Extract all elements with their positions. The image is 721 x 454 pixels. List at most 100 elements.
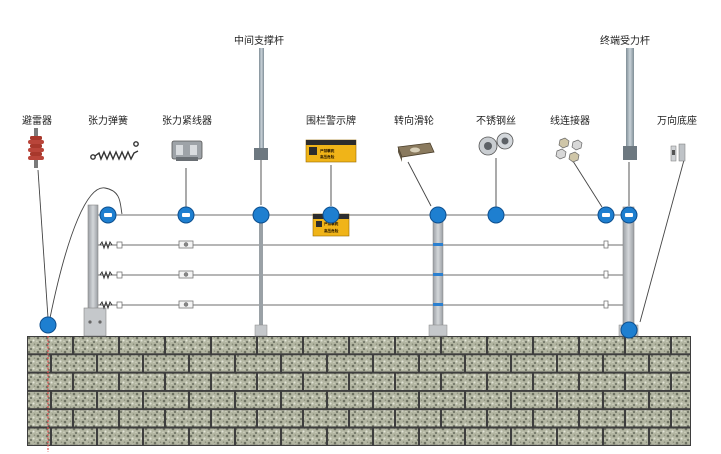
terminal-pole-icon [623,48,637,160]
marker-middle-support-post [252,206,270,224]
wall-stone [74,373,118,390]
wall-stone [258,337,302,354]
wall-stone [488,373,532,390]
wall-stone [212,410,256,427]
middle-pole-icon [254,48,268,160]
label-pulley: 转向滑轮 [394,114,434,127]
label-stainless-wire: 不锈钢丝 [476,114,516,127]
wire-spool-icon [478,132,514,156]
wall-stone [28,373,72,390]
wall-stone [374,428,418,445]
wall-stone [52,391,96,409]
wall-stone [672,373,690,390]
wall-stone [580,373,624,390]
wall-stone [236,355,280,372]
connector-nuts-icon [555,137,583,163]
wall-stone [374,391,418,409]
universal-base-icon [670,143,686,162]
stone-wall [27,336,691,446]
wall-stone [396,337,440,354]
wall-stone [672,410,690,427]
wall-stone [304,337,348,354]
leader-lines [37,157,685,323]
wall-stone [420,428,464,445]
marker-stainless-wire [487,206,505,224]
wall-stone [258,373,302,390]
wall-stone [534,373,578,390]
wall-stone [604,355,648,372]
component-labels: 避雷器 张力弹簧 张力紧线器 中间支撑杆 围栏警示牌 转向滑轮 不锈钢丝 线连接… [22,34,697,127]
wall-stone [28,355,50,372]
wall-stone [120,337,164,354]
right-terminal-post [618,206,639,337]
wall-stone [52,428,96,445]
middle-support-post [254,212,268,337]
wall-stone [396,373,440,390]
wall-stone [374,355,418,372]
lightning-arrester-icon [28,128,44,168]
wall-stone [466,391,510,409]
wall-stone [650,428,690,445]
wall-stone [120,373,164,390]
wall-stone [258,410,302,427]
spring-icon [90,141,139,161]
wall-stone [626,337,670,354]
wall-stone [558,428,602,445]
wall-stone [166,337,210,354]
wall-stone [350,410,394,427]
wall-stone [166,373,210,390]
wall-stone [488,410,532,427]
wall-stone [512,391,556,409]
wall-stone [626,410,670,427]
wall-stone [28,428,50,445]
tensioner-icon [171,140,203,161]
wall-stone [236,428,280,445]
wall-stone [120,410,164,427]
wall-stone [212,337,256,354]
wall-stone [144,391,188,409]
label-fence-warning-sign: 围栏警示牌 [306,114,356,127]
marker-fence-warning-sign [322,206,340,224]
wall-stone [98,355,142,372]
wall-stone [420,391,464,409]
svg-text:高压危险: 高压危险 [320,154,335,159]
label-universal-base: 万向底座 [657,114,697,127]
wall-stone [466,355,510,372]
warning-sign-icon: 严禁攀爬 高压危险 [305,139,357,163]
wall-stone [442,410,486,427]
wall-stone [512,355,556,372]
wall-stone [282,391,326,409]
wall-stone [190,391,234,409]
label-wire-connector: 线连接器 [550,114,590,127]
pulley-post [428,211,448,337]
label-terminal-post: 终端受力杆 [600,34,650,47]
wall-stone [282,428,326,445]
wall-stone [304,410,348,427]
label-lightning-arrester: 避雷器 [22,114,52,127]
pulley-icon [397,142,435,162]
wire-connectors [603,240,609,309]
wall-stone [144,355,188,372]
wall-stone [144,428,188,445]
label-middle-support-post: 中间支撑杆 [234,34,284,47]
wall-stone [52,355,96,372]
wall-stone [650,355,690,372]
wall-stone [74,337,118,354]
wall-stone [442,373,486,390]
wall-stone [604,391,648,409]
wall-stone [488,337,532,354]
svg-text:严禁攀爬: 严禁攀爬 [319,148,335,153]
wall-stone [604,428,648,445]
wall-stone [166,410,210,427]
wall-stone [558,391,602,409]
wall-stone [98,428,142,445]
wall-stone [558,355,602,372]
wall-stone [28,410,72,427]
wall-stone [28,337,72,354]
wall-stone [236,391,280,409]
wall-stone [350,373,394,390]
wall-stone [328,428,372,445]
wall-stone [304,373,348,390]
wall-stone [580,410,624,427]
